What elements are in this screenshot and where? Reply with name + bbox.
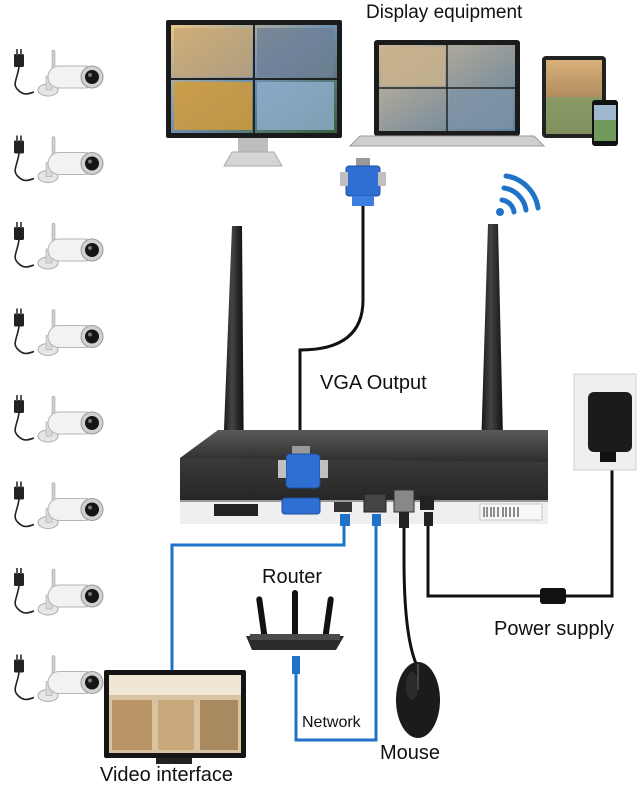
label-router: Router xyxy=(262,566,323,588)
mouse-icon xyxy=(396,662,440,738)
label-mouse: Mouse xyxy=(380,742,441,764)
camera-icon xyxy=(13,307,104,357)
laptop-icon xyxy=(348,40,546,147)
camera-icon xyxy=(13,134,104,184)
camera-icon xyxy=(13,567,104,616)
label-display-equipment: Display equipment xyxy=(366,2,523,23)
phone-icon xyxy=(592,100,618,146)
wifi-icon xyxy=(496,173,541,216)
camera-icon xyxy=(13,653,104,703)
vga-plug-icon xyxy=(278,446,328,489)
video-interface-monitor xyxy=(104,670,246,764)
router-icon xyxy=(246,590,344,674)
vga-connector-icon xyxy=(340,158,386,206)
camera-column xyxy=(13,48,104,703)
camera-icon xyxy=(13,394,104,443)
cables xyxy=(170,206,614,742)
monitor-icon xyxy=(166,20,342,167)
label-network: Network xyxy=(302,714,361,731)
camera-icon xyxy=(13,480,104,530)
label-vga-output: VGA Output xyxy=(320,372,427,394)
camera-icon xyxy=(13,221,104,270)
nvr-recorder xyxy=(180,430,548,524)
label-video-interface: Video interface xyxy=(100,764,234,786)
label-power-supply: Power supply xyxy=(494,618,615,640)
camera-icon xyxy=(13,48,104,97)
power-adapter-icon xyxy=(573,373,637,471)
